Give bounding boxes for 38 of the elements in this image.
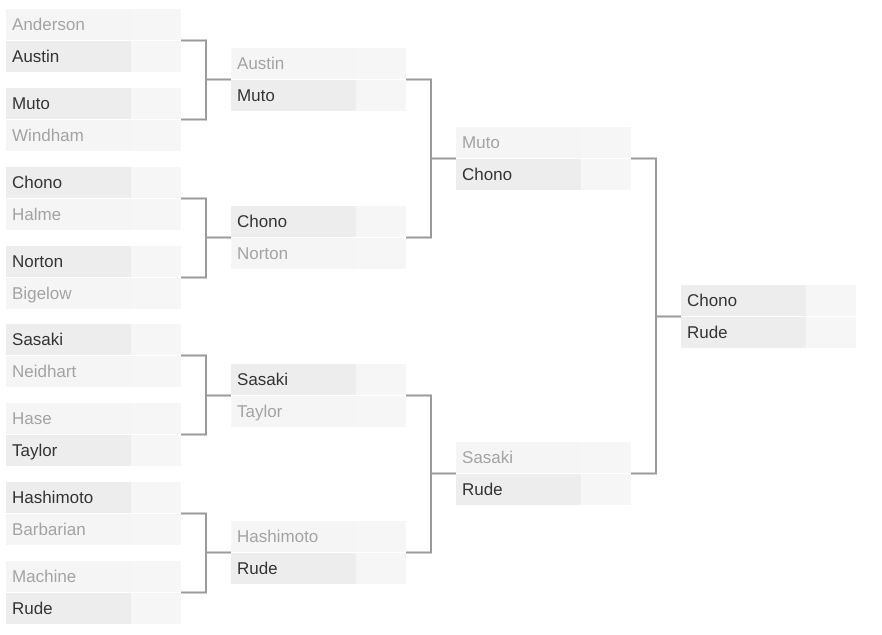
bracket-line	[181, 552, 231, 594]
match-card	[6, 9, 181, 72]
player-name: Chono	[231, 206, 356, 237]
match-card	[231, 206, 406, 269]
player-name: Chono	[456, 159, 581, 190]
player-name: Chono	[681, 285, 806, 316]
bracket-line	[631, 316, 681, 474]
bracket-line	[406, 472, 456, 554]
player-name: Taylor	[6, 435, 131, 466]
player-name: Muto	[6, 88, 131, 119]
match-card	[456, 127, 631, 190]
match-card	[6, 403, 181, 466]
player-name: Rude	[681, 317, 806, 348]
bracket-line	[406, 158, 456, 238]
player-name: Austin	[6, 41, 131, 72]
match-card	[6, 482, 181, 545]
player-name: Chono	[6, 167, 131, 198]
player-name: Rude	[231, 553, 356, 584]
match-card	[231, 48, 406, 111]
match-card	[6, 88, 181, 151]
player-name: Hashimoto	[6, 482, 131, 513]
match-card	[231, 521, 406, 584]
bracket-line	[181, 78, 231, 120]
match-card	[231, 364, 406, 427]
match-card	[681, 285, 856, 348]
match-card	[6, 246, 181, 309]
match-card	[456, 442, 631, 505]
match-card	[6, 324, 181, 387]
player-name: Rude	[6, 593, 131, 624]
bracket-line	[181, 394, 231, 436]
bracket-line	[181, 236, 231, 278]
match-card	[6, 167, 181, 230]
player-name: Muto	[231, 80, 356, 111]
player-name: Sasaki	[231, 364, 356, 395]
player-name: Norton	[6, 246, 131, 277]
player-name: Rude	[456, 474, 581, 505]
player-name: Sasaki	[6, 324, 131, 355]
match-card	[6, 561, 181, 624]
